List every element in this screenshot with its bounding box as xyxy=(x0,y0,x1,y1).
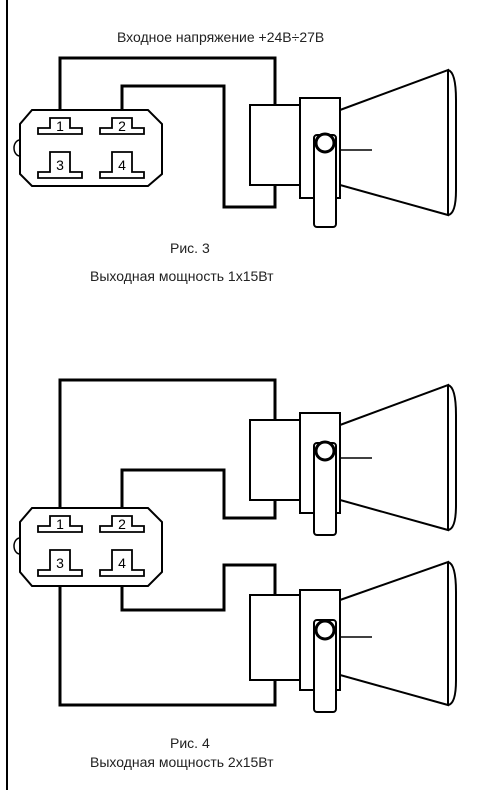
fig3-diagram: 1 2 3 4 xyxy=(13,56,457,228)
fig4-caption: Рис. 4 xyxy=(170,735,210,751)
fig3-pin-2: 2 xyxy=(99,117,145,135)
fig4-pin-2: 2 xyxy=(99,515,145,533)
fig3-subcaption: Выходная мощность 1х15Вт xyxy=(90,268,274,284)
fig3-pin-1-label: 1 xyxy=(56,118,64,134)
fig3-wire-2 xyxy=(120,84,277,209)
fig3-horn-speaker xyxy=(249,68,457,228)
fig3-pin-1: 1 xyxy=(37,117,83,135)
fig3-caption: Рис. 3 xyxy=(170,240,210,256)
fig3-pin-4-label: 4 xyxy=(118,157,126,173)
fig4-connector xyxy=(13,507,163,587)
fig3-pin-3-label: 3 xyxy=(56,157,64,173)
fig4-pin-2-label: 2 xyxy=(118,516,126,532)
frame-left-border xyxy=(6,0,8,790)
fig4-wire-4 xyxy=(120,563,277,612)
fig4-horn-speaker-top xyxy=(249,383,457,536)
fig3-pin-2-label: 2 xyxy=(118,118,126,134)
fig4-wire-3 xyxy=(58,586,277,707)
fig4-diagram: 1 2 3 4 xyxy=(13,378,457,713)
fig4-horn-speaker-bottom xyxy=(249,560,457,713)
fig4-wire-2 xyxy=(120,468,277,520)
fig4-pin-4-label: 4 xyxy=(118,555,126,571)
fig3-pin-3: 3 xyxy=(37,151,83,179)
fig3-connector xyxy=(13,109,163,187)
fig4-pin-1-label: 1 xyxy=(56,516,64,532)
fig3-pin-4: 4 xyxy=(99,151,145,179)
fig4-pin-3: 3 xyxy=(37,549,83,577)
fig4-pin-1: 1 xyxy=(37,515,83,533)
fig4-pin-3-label: 3 xyxy=(56,555,64,571)
fig4-pin-4: 4 xyxy=(99,549,145,577)
fig4-wire-1 xyxy=(58,378,277,508)
fig3-wire-1 xyxy=(58,56,277,110)
fig3-header: Входное напряжение +24В÷27В xyxy=(117,29,325,45)
fig4-subcaption: Выходная мощность 2х15Вт xyxy=(90,754,274,770)
